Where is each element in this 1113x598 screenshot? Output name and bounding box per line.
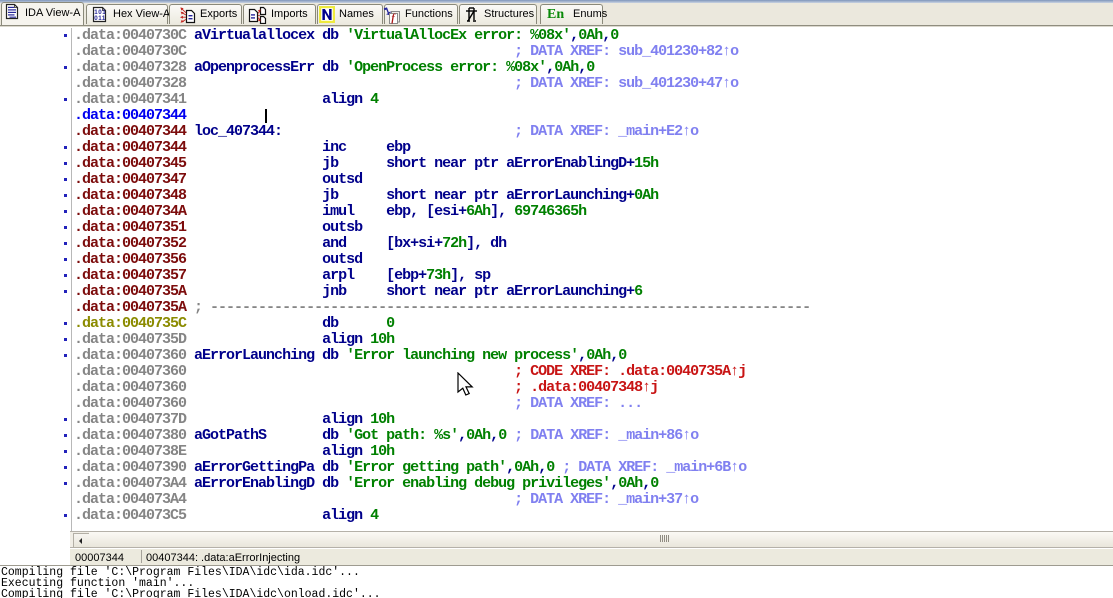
svg-text:101: 101 (94, 9, 106, 16)
svg-text:f: f (391, 13, 396, 24)
svg-text:011: 011 (94, 15, 106, 22)
